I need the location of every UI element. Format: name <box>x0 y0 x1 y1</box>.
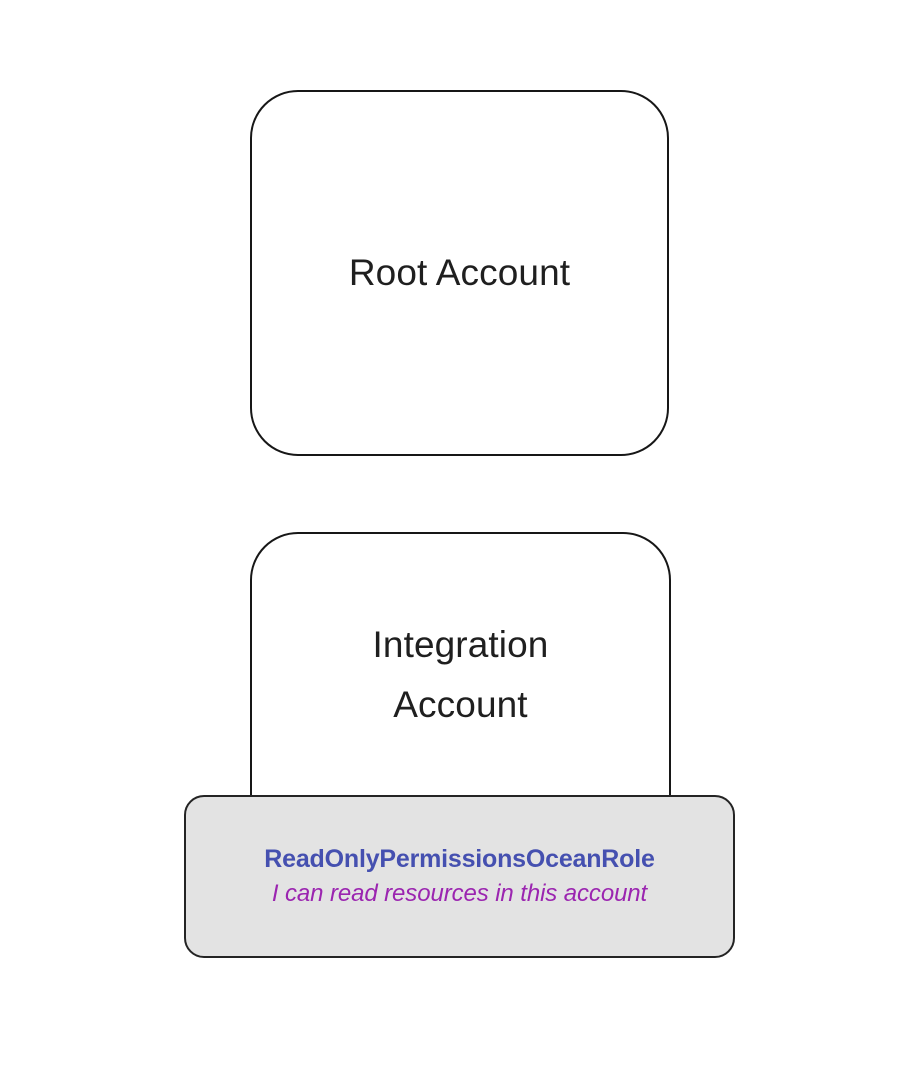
root-account-box[interactable]: Root Account <box>250 90 669 456</box>
root-account-label: Root Account <box>348 252 571 294</box>
role-name: ReadOnlyPermissionsOceanRole <box>264 845 655 874</box>
role-card[interactable]: ReadOnlyPermissionsOceanRole I can read … <box>184 795 735 958</box>
role-description: I can read resources in this account <box>271 879 648 907</box>
integration-account-label: Integration Account <box>372 624 549 725</box>
